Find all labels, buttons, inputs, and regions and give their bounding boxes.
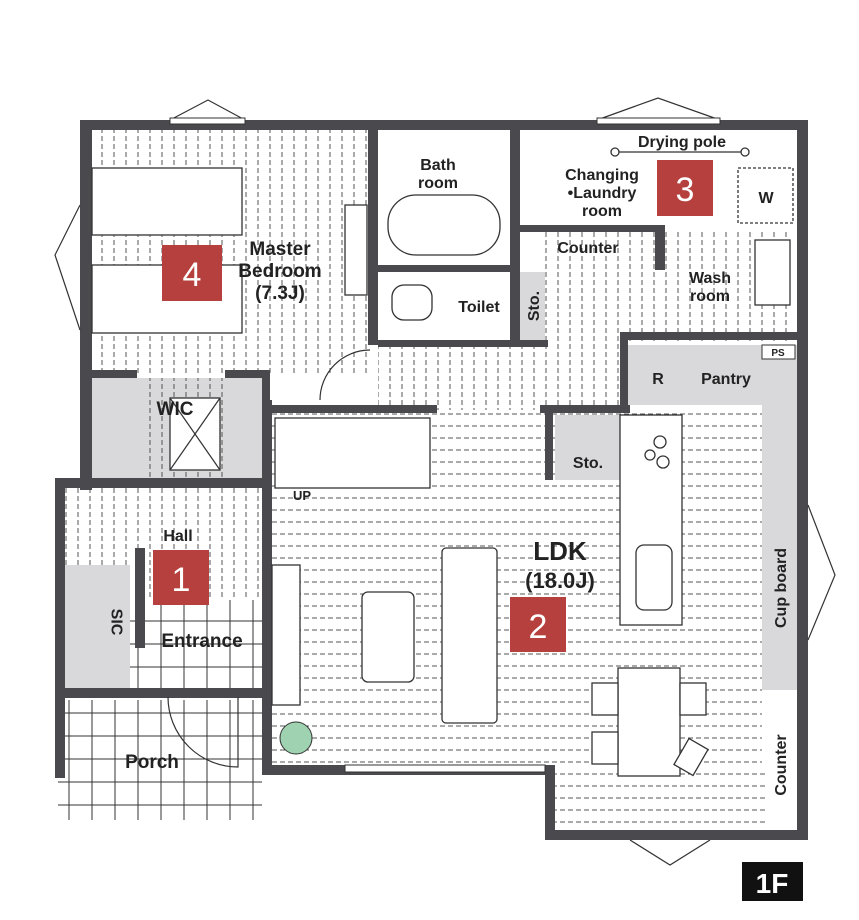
bath-label-2: room (418, 175, 458, 192)
badge-2 (510, 597, 566, 652)
storage-ldk-label: Sto. (573, 455, 603, 472)
counter-changing-label: Counter (557, 240, 618, 257)
cupboard-label: Cup board (773, 548, 790, 628)
plant-icon (279, 721, 313, 755)
closet-door (344, 204, 368, 296)
porch-label: Porch (125, 752, 179, 773)
staircase (274, 417, 431, 489)
entrance-label: Entrance (161, 631, 242, 652)
badge-3-text: 3 (676, 171, 695, 209)
changing-label-2: •Laundry (568, 185, 637, 202)
floor-indicator: 1F (742, 862, 803, 901)
ldk-size: (18.0J) (525, 568, 595, 593)
master-bedroom-label-2: Bedroom (238, 261, 321, 282)
wash-room-label: Wash (689, 270, 731, 287)
master-bedroom-size: (7.3J) (255, 283, 305, 304)
refrigerator-label: R (652, 371, 664, 388)
bath-label: Bath (420, 157, 456, 174)
drying-pole-label: Drying pole (638, 134, 726, 151)
badge-3 (657, 160, 713, 216)
coffee-table (361, 591, 415, 683)
stairs-up-label: UP (293, 488, 311, 503)
room-number-badges: 4 3 1 2 (153, 160, 713, 652)
washer-label: W (758, 190, 774, 207)
changing-label: Changing (565, 167, 639, 184)
toilet-label: Toilet (458, 299, 500, 316)
sink-icon (635, 544, 673, 611)
badge-2-text: 2 (529, 608, 548, 646)
room-labels: Master Bedroom (7.3J) Bath room Drying p… (108, 134, 791, 796)
master-bedroom-label: Master (249, 239, 311, 260)
floor-label: 1F (756, 868, 789, 899)
wash-room-label-2: room (690, 288, 730, 305)
counter-ldk-label: Counter (773, 734, 790, 795)
pantry-label: Pantry (701, 371, 751, 388)
badge-4-text: 4 (183, 256, 202, 294)
hall-label: Hall (163, 528, 192, 545)
badge-4 (162, 245, 222, 301)
badge-1-text: 1 (172, 561, 191, 599)
changing-label-3: room (582, 203, 622, 220)
bathtub-icon (387, 194, 501, 256)
sic-label: SIC (108, 609, 125, 636)
ps-label: PS (771, 348, 785, 359)
window-markers (54, 97, 836, 866)
dining-table (617, 667, 681, 777)
bed-1 (91, 167, 243, 236)
tv-board (271, 564, 301, 706)
walls (55, 120, 808, 840)
sofa (441, 547, 498, 724)
toilet-icon (391, 284, 433, 321)
ldk-label: LDK (533, 536, 587, 566)
wic-label: WIC (157, 399, 194, 420)
washer-icon (737, 167, 794, 224)
wash-basin (754, 239, 791, 306)
storage-upper-label: Sto. (526, 291, 543, 321)
badge-1 (153, 550, 209, 605)
